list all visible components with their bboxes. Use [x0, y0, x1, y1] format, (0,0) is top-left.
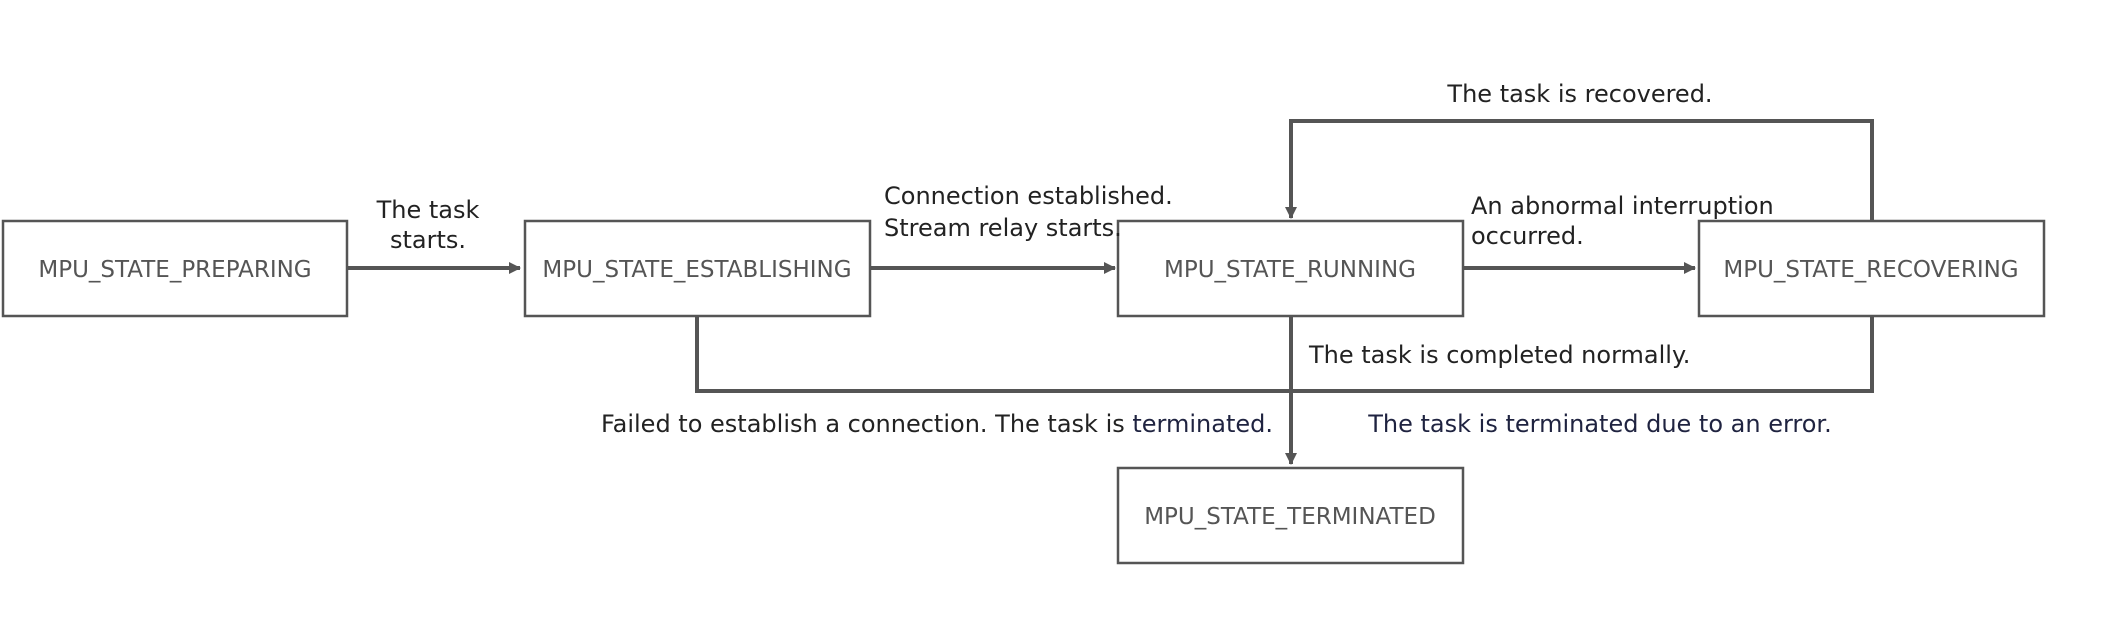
- state-box: [1116, 466, 1465, 565]
- state-label-preparing: MPU_STATE_PREPARING: [38, 257, 311, 283]
- edge-establishing-to-terminated: [695, 316, 1291, 393]
- state-label-terminated: MPU_STATE_TERMINATED: [1144, 504, 1436, 530]
- state-recovering: MPU_STATE_RECOVERING: [1697, 219, 2046, 318]
- state-box: [523, 219, 872, 318]
- state-box: [1697, 219, 2046, 318]
- edge-recovering-to-running: [1285, 119, 1874, 220]
- label-task-starts-line2: starts.: [390, 226, 466, 254]
- state-preparing: MPU_STATE_PREPARING: [1, 219, 349, 318]
- edge-recovering-to-terminated: [1291, 316, 1874, 393]
- state-box: [1, 219, 349, 318]
- state-label-recovering: MPU_STATE_RECOVERING: [1723, 257, 2018, 283]
- state-label-establishing: MPU_STATE_ESTABLISHING: [542, 257, 851, 283]
- state-establishing: MPU_STATE_ESTABLISHING: [523, 219, 872, 318]
- label-terminated-error: The task is terminated due to an error.: [1367, 410, 1831, 438]
- label-failed-connection-prefix: Failed to establish a connection. The ta…: [601, 410, 1132, 438]
- label-recovered: The task is recovered.: [1446, 80, 1712, 108]
- label-connection-line2: Stream relay starts.: [884, 214, 1122, 242]
- state-box: [1116, 219, 1465, 318]
- label-task-starts-line1: The task: [376, 196, 480, 224]
- edges: [347, 119, 1874, 465]
- label-abnormal-line2: occurred.: [1471, 222, 1584, 250]
- state-terminated: MPU_STATE_TERMINATED: [1116, 466, 1465, 565]
- state-label-running: MPU_STATE_RUNNING: [1164, 257, 1416, 283]
- label-failed-connection: Failed to establish a connection. The ta…: [601, 410, 1273, 438]
- state-running: MPU_STATE_RUNNING: [1116, 219, 1465, 318]
- label-completed-normally: The task is completed normally.: [1308, 341, 1690, 369]
- label-abnormal-line1: An abnormal interruption: [1471, 192, 1774, 220]
- label-connection-line1: Connection established.: [884, 182, 1173, 210]
- label-failed-connection-emphasis: terminated.: [1132, 410, 1273, 438]
